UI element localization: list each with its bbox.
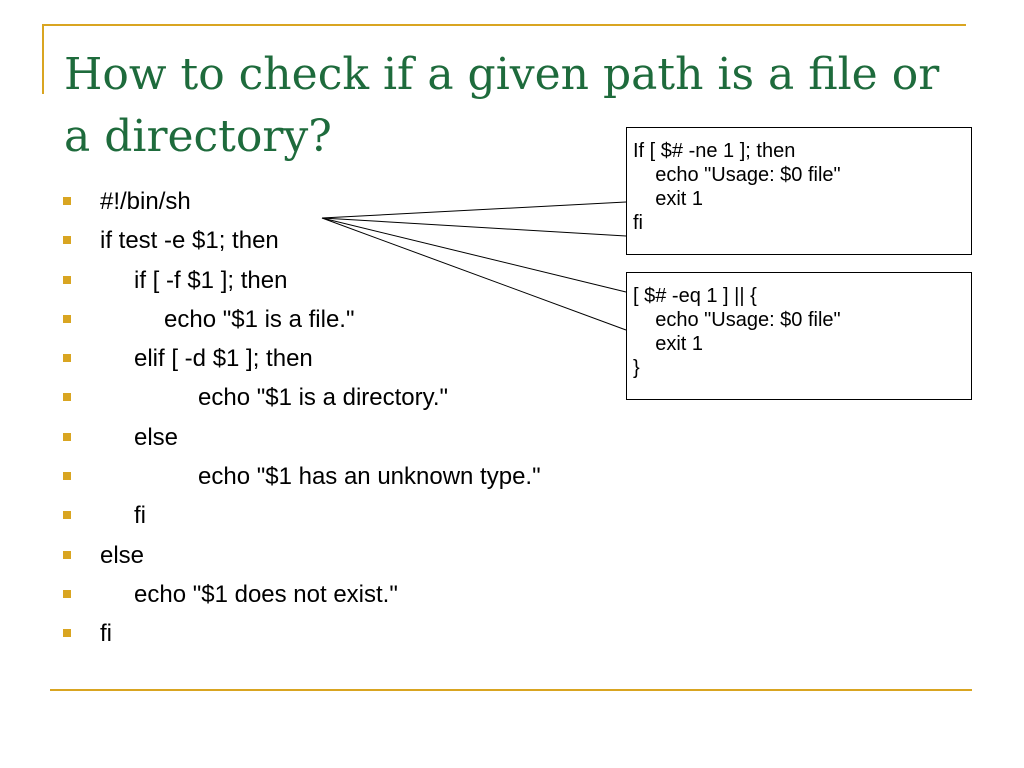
script-line-text: else xyxy=(100,541,145,569)
script-line-text: echo "$1 is a directory." xyxy=(198,384,449,412)
script-line-text: if test -e $1; then xyxy=(100,227,279,255)
bullet-square-icon xyxy=(63,236,71,245)
bullet-square-icon xyxy=(63,550,71,559)
script-line: echo "$1 does not exist." xyxy=(0,575,640,614)
slide-title: How to check if a given path is a file o… xyxy=(64,49,940,162)
script-line-text: elif [ -d $1 ]; then xyxy=(134,345,313,373)
callout-line: [ $# -eq 1 ] || { xyxy=(633,285,757,307)
callout-line: exit 1 xyxy=(633,188,704,210)
script-line-text: echo "$1 has an unknown type." xyxy=(198,463,541,491)
callout-box-usage-check-or: [ $# -eq 1 ] || { echo "Usage: $0 file" … xyxy=(626,272,972,400)
callout-line: fi xyxy=(633,212,643,234)
bullet-square-icon xyxy=(63,275,71,284)
script-line-text: else xyxy=(134,423,179,451)
script-line-text: fi xyxy=(134,502,146,530)
bullet-square-icon xyxy=(63,629,71,638)
top-rule xyxy=(42,24,966,26)
bullet-square-icon xyxy=(63,354,71,363)
script-line-text: if [ -f $1 ]; then xyxy=(134,266,288,294)
script-line: if test -e $1; then xyxy=(0,221,640,260)
bottom-rule xyxy=(50,689,972,691)
script-line-text: #!/bin/sh xyxy=(100,188,191,215)
script-line-text: fi xyxy=(100,620,112,648)
script-line: fi xyxy=(0,614,640,653)
script-listing: #!/bin/sh if test -e $1; then if [ -f $1 ]… xyxy=(0,182,640,654)
callout-line: echo "Usage: $0 file" xyxy=(633,309,841,331)
bullet-square-icon xyxy=(63,314,71,323)
script-line: else xyxy=(0,536,640,575)
bullet-square-icon xyxy=(63,197,71,205)
script-line: #!/bin/sh xyxy=(0,182,640,221)
script-line: fi xyxy=(0,496,640,535)
bullet-square-icon xyxy=(63,589,71,598)
script-line: echo "$1 has an unknown type." xyxy=(0,457,640,496)
callout-box-usage-check-if: If [ $# -ne 1 ]; then echo "Usage: $0 fi… xyxy=(626,127,972,255)
script-line: if [ -f $1 ]; then xyxy=(0,261,640,300)
callout-line: exit 1 xyxy=(633,333,704,355)
bullet-square-icon xyxy=(63,472,71,481)
bullet-square-icon xyxy=(63,432,71,441)
script-line-text: echo "$1 does not exist." xyxy=(134,580,398,608)
callout-line: echo "Usage: $0 file" xyxy=(633,164,841,186)
script-line: echo "$1 is a file." xyxy=(0,300,640,339)
callout-line: } xyxy=(633,357,640,379)
left-rule xyxy=(42,24,44,94)
bullet-square-icon xyxy=(63,393,71,402)
script-line: else xyxy=(0,418,640,457)
bullet-square-icon xyxy=(63,511,71,520)
script-line-text: echo "$1 is a file." xyxy=(164,305,355,333)
script-line: echo "$1 is a directory." xyxy=(0,378,640,417)
callout-line: If [ $# -ne 1 ]; then xyxy=(633,140,796,162)
script-line: elif [ -d $1 ]; then xyxy=(0,339,640,378)
